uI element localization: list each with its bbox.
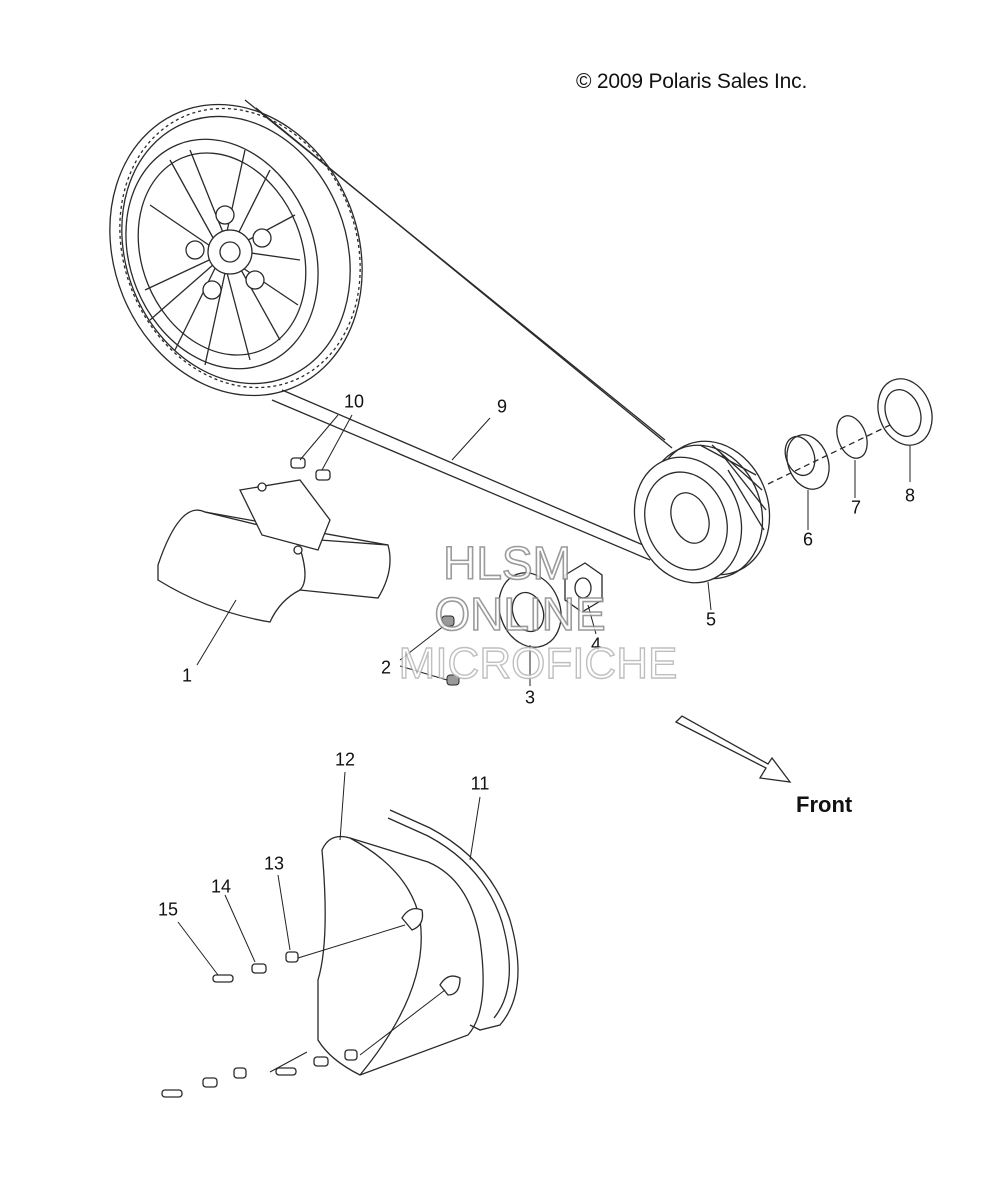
callout-15: 15: [157, 899, 179, 920]
copyright-notice: © 2009 Polaris Sales Inc.: [576, 70, 808, 93]
watermark-line-3: MICROFICHE: [398, 638, 678, 688]
callout-10: 10: [343, 391, 365, 412]
callout-13: 13: [263, 853, 285, 874]
callout-8: 8: [904, 485, 916, 506]
lock-plate: [498, 572, 562, 648]
cover-fasteners: [161, 951, 358, 1098]
rear-wheel-pulley: [109, 103, 363, 397]
bearing-spacer: [784, 434, 830, 490]
front-direction-arrow: [674, 715, 792, 783]
callout-9: 9: [496, 396, 508, 417]
callout-4: 4: [590, 634, 602, 655]
sprocket-nut: [564, 562, 603, 613]
callout-2: 2: [380, 657, 392, 678]
callout-5: 5: [705, 609, 717, 630]
wheel-bearing: [877, 378, 933, 446]
leader-lines: [177, 414, 911, 1073]
drive-sprocket: [633, 440, 771, 584]
lower-belt-guard: [157, 479, 391, 623]
callout-7: 7: [850, 497, 862, 518]
snap-ring: [836, 415, 868, 459]
callout-12: 12: [334, 749, 356, 770]
guard-bolts: [290, 457, 331, 481]
callout-14: 14: [210, 876, 232, 897]
outer-cover: [317, 835, 484, 1076]
callout-6: 6: [802, 529, 814, 550]
front-direction-label: Front: [796, 792, 853, 817]
callout-1: 1: [181, 665, 193, 686]
cover-gasket: [387, 809, 519, 1031]
watermark-line-1: HLSM: [442, 536, 571, 590]
callout-11: 11: [470, 773, 490, 794]
callout-3: 3: [524, 687, 536, 708]
lock-plate-screws: [441, 615, 460, 686]
watermark-line-2: ONLINE: [434, 587, 607, 641]
drive-belt: [244, 99, 673, 561]
